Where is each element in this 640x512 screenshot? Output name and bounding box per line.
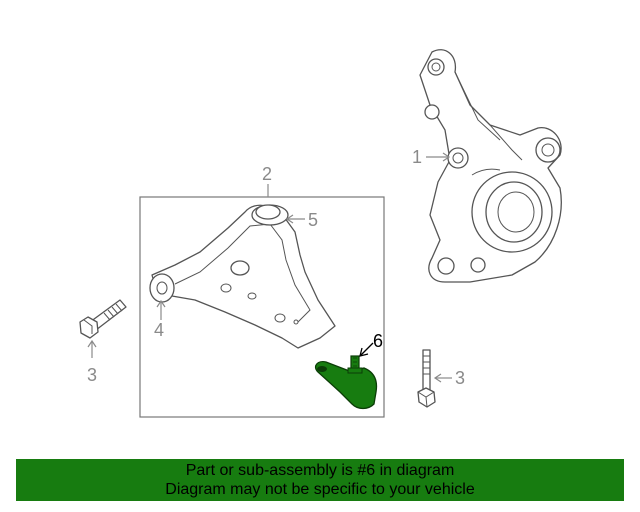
- callout-3-left: 3: [87, 365, 97, 385]
- banner-line-2: Diagram may not be specific to your vehi…: [165, 481, 475, 498]
- callout-2: 2: [262, 164, 272, 184]
- callout-1: 1: [412, 147, 422, 167]
- leader-6: [360, 342, 374, 356]
- lower-control-arm[interactable]: [149, 204, 336, 349]
- control-arm-group-box: [139, 196, 385, 418]
- callout-6: 6: [373, 331, 383, 351]
- steering-knuckle[interactable]: [419, 49, 562, 283]
- bolt-right[interactable]: [417, 349, 436, 408]
- info-banner: Part or sub-assembly is #6 in diagram Di…: [16, 459, 624, 501]
- ball-joint[interactable]: [314, 355, 378, 410]
- callout-4: 4: [154, 320, 164, 340]
- parts-diagram: 1 2 5 4 3 3 6: [79, 49, 562, 418]
- banner-line-1: Part or sub-assembly is #6 in diagram: [185, 462, 455, 479]
- callout-3-right: 3: [455, 368, 465, 388]
- bolt-left[interactable]: [79, 299, 127, 339]
- callout-5: 5: [308, 210, 318, 230]
